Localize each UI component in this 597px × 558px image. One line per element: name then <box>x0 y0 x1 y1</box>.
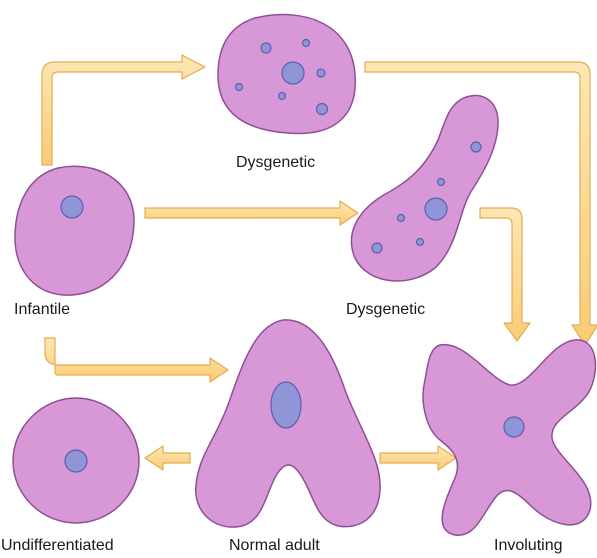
particle <box>261 43 271 53</box>
particle <box>438 179 445 186</box>
cell-involuting <box>423 340 595 535</box>
nucleus-undifferentiated <box>65 450 87 472</box>
particle <box>398 215 405 222</box>
arrow-infantile-to-dysgenetic-top <box>42 55 205 165</box>
label-dysgenetic-mid: Dysgenetic <box>346 302 425 318</box>
particle <box>471 142 481 152</box>
particle <box>236 84 243 91</box>
particle <box>317 69 325 77</box>
particle <box>417 239 424 246</box>
arrow-normal-adult-to-involuting <box>380 446 456 470</box>
label-involuting: Involuting <box>494 538 563 554</box>
nucleus-involuting <box>504 417 524 437</box>
nucleus-dysgenetic-mid <box>425 198 447 220</box>
particle <box>372 243 382 253</box>
label-infantile: Infantile <box>14 302 70 318</box>
cell-infantile <box>15 166 134 295</box>
nucleus-dysgenetic-top <box>282 62 304 84</box>
label-dysgenetic-top: Dysgenetic <box>236 155 315 171</box>
arrow-infantile-to-normal-adult <box>45 338 228 382</box>
cell-dysgenetic-mid <box>351 96 498 281</box>
nucleus-infantile <box>61 196 83 218</box>
particle <box>317 104 328 115</box>
arrow-infantile-to-dysgenetic-mid <box>145 201 358 225</box>
arrow-normal-adult-to-undifferentiated <box>145 446 190 470</box>
label-normal-adult: Normal adult <box>229 538 320 554</box>
label-undifferentiated: Undifferentiated <box>1 538 114 554</box>
particle <box>303 40 310 47</box>
arrow-dysgenetic-mid-to-involuting <box>480 208 530 341</box>
nucleus-normal-adult <box>271 382 301 428</box>
particle <box>279 93 286 100</box>
